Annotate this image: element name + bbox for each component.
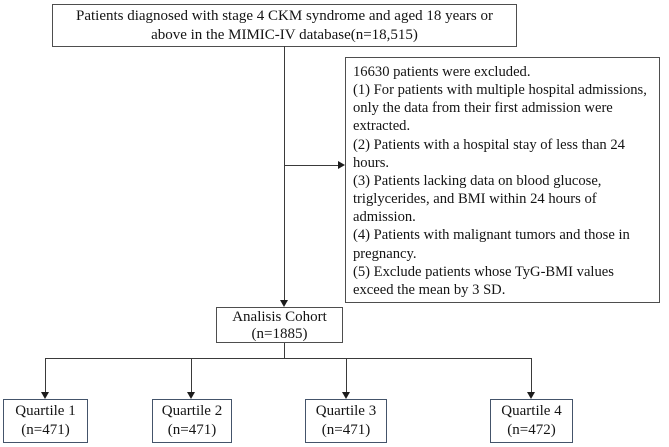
analysis-cohort-count: (n=1885) (251, 326, 308, 342)
initial-population-text-line-1: Patients diagnosed with stage 4 CKM synd… (75, 8, 493, 24)
initial-population-text-line-2: above in the MIMIC-IV database(n=18,515) (151, 27, 418, 43)
analysis-cohort-label: Analisis Cohort (232, 309, 327, 325)
exclusion-line: (2) Patients with a hospital stay of les… (353, 136, 625, 153)
exclusion-line: pregnancy. (353, 245, 417, 262)
exclusion-line: only the data from their first admission… (353, 100, 613, 117)
quartile-4-label: Quartile 4 (501, 403, 562, 419)
exclusion-line: hours. (353, 154, 390, 171)
connector-quartile-1-line (45, 358, 46, 392)
down-arrowhead-quartile-1 (41, 392, 49, 399)
connector-quartile-3-line (346, 358, 347, 392)
exclusion-line: admission. (353, 209, 416, 226)
down-arrowhead-quartile-3 (342, 392, 350, 399)
quartile-3-count: (n=471) (321, 422, 371, 438)
quartile-1-count: (n=471) (21, 422, 70, 438)
exclusion-line: exceed the mean by 3 SD. (353, 281, 506, 298)
quartile-2-label: Quartile 2 (161, 403, 223, 419)
exclusion-line: (3) Patients lacking data on blood gluco… (353, 172, 602, 189)
quartile-1-label: Quartile 1 (15, 403, 76, 419)
analysis-cohort-box: Analisis Cohort (n=1885) (216, 307, 343, 343)
quartile-2-box: Quartile 2 (n=471) (152, 399, 232, 443)
exclusion-line: (4) Patients with malignant tumors and t… (353, 227, 630, 244)
quartile-4-box: Quartile 4 (n=472) (490, 399, 573, 443)
quartile-2-count: (n=471) (167, 422, 217, 438)
quartile-4-count: (n=472) (507, 422, 556, 438)
initial-population-box: Patients diagnosed with stage 4 CKM synd… (52, 4, 517, 47)
right-arrowhead-exclusion (338, 161, 345, 169)
quartile-3-box: Quartile 3 (n=471) (305, 399, 387, 443)
down-arrowhead-quartile-2 (187, 392, 195, 399)
quartile-3-label: Quartile 3 (315, 403, 377, 419)
down-arrowhead-cohort (280, 300, 288, 307)
exclusion-line: triglycerides, and BMI within 24 hours o… (353, 191, 597, 208)
connector-quartile-2-line (191, 358, 192, 392)
connector-cohort-down-line (284, 343, 285, 358)
quartile-1-box: Quartile 1 (n=471) (3, 399, 88, 443)
connector-quartile-4-line (531, 358, 532, 392)
down-arrowhead-quartile-4 (527, 392, 535, 399)
connector-quartile-spanner-line (45, 358, 532, 359)
connector-branch-to-exclusion-line (284, 165, 338, 166)
exclusion-criteria-box: 16630 patients were excluded. (1) For pa… (345, 57, 660, 303)
exclusion-line: extracted. (353, 118, 411, 135)
exclusion-line: (1) For patients with multiple hospital … (353, 82, 647, 99)
connector-top-to-cohort-line (284, 46, 285, 301)
exclusion-line: (5) Exclude patients whose TyG-BMI value… (353, 263, 614, 280)
exclusion-line: 16630 patients were excluded. (353, 64, 531, 80)
